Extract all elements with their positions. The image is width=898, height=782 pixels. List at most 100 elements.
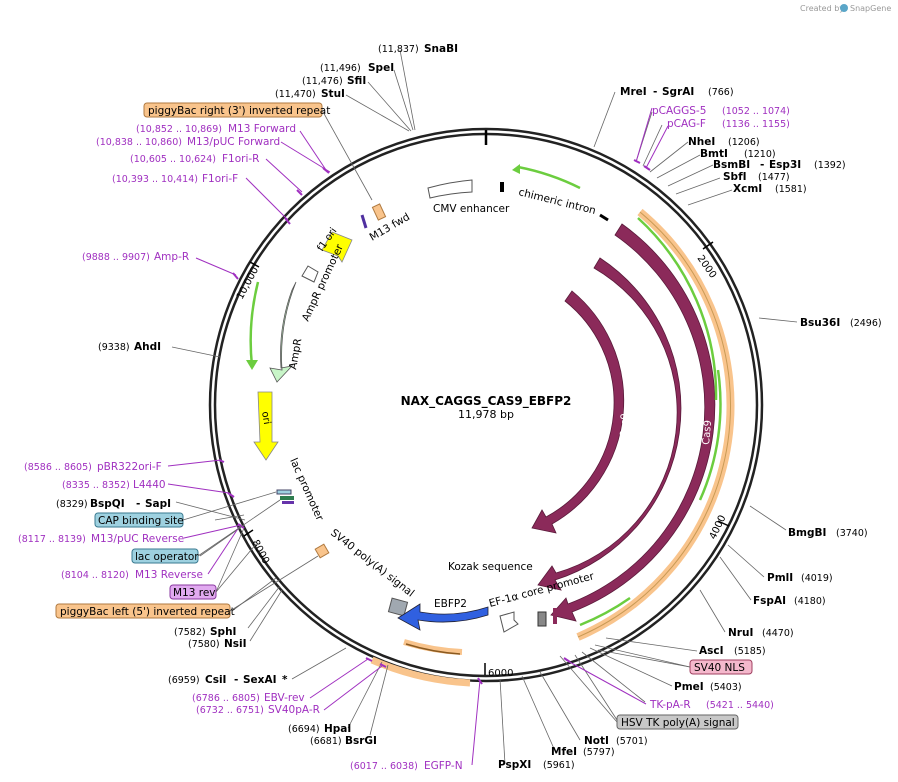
sv40par-label[interactable]: SV40pA-R — [268, 704, 320, 716]
f1orir-label[interactable]: F1ori-R — [222, 153, 259, 165]
stui-label[interactable]: StuI — [321, 88, 345, 100]
green-arrow-right-3 — [579, 596, 631, 627]
bspqi-pos: (8329) — [56, 499, 88, 510]
ampr-promoter-arrow[interactable] — [301, 265, 319, 283]
m13forward-pos: (10,852 .. 10,869) — [136, 124, 222, 135]
orange-feature-bottom[interactable] — [370, 656, 471, 687]
cas9-arc-inner[interactable] — [531, 290, 625, 534]
sv40-polya-box[interactable] — [314, 543, 330, 559]
bmgbi-label[interactable]: BmgBI — [788, 527, 826, 539]
ampr-arrow[interactable] — [269, 281, 297, 383]
m13puc-fwd-label[interactable]: M13/pUC Forward — [187, 136, 280, 148]
f1-ori-arrow[interactable] — [321, 231, 353, 263]
f1orif-label[interactable]: F1ori-F — [202, 173, 238, 185]
sexai-label[interactable]: SexAI — [243, 674, 277, 686]
pmli-label[interactable]: PmlI — [767, 572, 793, 584]
backbone-outer-strand — [208, 127, 764, 683]
green-arrowhead-top — [512, 164, 520, 174]
orange-feature-bottom-inner[interactable] — [403, 639, 463, 655]
m13puc-rev-label[interactable]: M13/pUC Reverse — [91, 533, 184, 545]
bsmbi-label[interactable]: BsmBI — [713, 159, 750, 171]
tick-4000-mark — [717, 520, 730, 527]
m13-fwd-label: M13 fwd — [368, 211, 413, 244]
mfei-label[interactable]: MfeI — [551, 746, 577, 758]
l4440-label[interactable]: L4440 — [133, 479, 166, 491]
mrei-label[interactable]: MreI — [620, 86, 647, 98]
m13-fwd-box[interactable] — [371, 203, 387, 221]
sv40par-pos: (6732 .. 6751) — [196, 705, 264, 716]
esp3i-label[interactable]: Esp3I — [769, 159, 801, 171]
spei-label[interactable]: SpeI — [368, 62, 394, 74]
egfpn-label[interactable]: EGFP-N — [424, 760, 463, 772]
tick-6000: 6000 — [488, 668, 513, 679]
ebfp2-label: EBFP2 — [434, 598, 467, 610]
stui-pos: (11,470) — [275, 89, 316, 100]
spei-pos: (11,496) — [320, 63, 361, 74]
pcagf-label[interactable]: pCAG-F — [667, 118, 706, 130]
cas9-label-middle: Cas9 — [659, 415, 672, 441]
noti-pos: (5701) — [616, 736, 648, 747]
bsmbi-sep: - — [760, 159, 764, 171]
asci-label[interactable]: AscI — [699, 645, 724, 657]
sphi-label[interactable]: SphI — [210, 626, 236, 638]
pbr322-label[interactable]: pBR322ori-F — [97, 461, 162, 473]
pmei-label[interactable]: PmeI — [674, 681, 704, 693]
tkpar-pos: (5421 .. 5440) — [706, 700, 774, 711]
noti-label[interactable]: NotI — [584, 735, 609, 747]
lac-promoter-box[interactable] — [280, 496, 294, 500]
ebfp2-arrow[interactable] — [397, 603, 489, 631]
ampr-primer-label[interactable]: Amp-R — [154, 251, 189, 263]
ebvrev-pos: (6786 .. 6805) — [192, 693, 260, 704]
nsii-label[interactable]: NsiI — [224, 638, 247, 650]
ef1a-promoter-arrow[interactable] — [499, 611, 519, 633]
l4440-pos: (8335 .. 8352) — [62, 480, 130, 491]
m13forward-label[interactable]: M13 Forward — [228, 123, 296, 135]
sapi-label[interactable]: SapI — [145, 498, 171, 510]
bspqi-label[interactable]: BspQI — [90, 498, 125, 510]
ebvrev-label[interactable]: EBV-rev — [264, 692, 305, 704]
sbfi-label[interactable]: SbfI — [723, 171, 747, 183]
lac-operator-box[interactable] — [282, 501, 294, 504]
pcaggs5-label[interactable]: pCAGGS-5 — [652, 105, 706, 117]
ahdi-label[interactable]: AhdI — [134, 341, 161, 353]
bmti-label[interactable]: BmtI — [700, 148, 728, 160]
mrei-pos: (766) — [708, 87, 734, 98]
green-arrow-left — [249, 281, 260, 367]
orange-feature-right-outline — [577, 211, 731, 638]
cap-binding-box[interactable] — [276, 489, 292, 495]
xcmi-label[interactable]: XcmI — [733, 183, 762, 195]
pspxi-pos: (5961) — [543, 760, 575, 771]
bsrgi-label[interactable]: BsrGI — [345, 735, 377, 747]
cas9-arc-outer[interactable] — [550, 223, 716, 622]
ori-arrow[interactable] — [253, 391, 279, 461]
intron-end-marker — [599, 213, 609, 222]
cmv-enhancer-arc[interactable] — [427, 179, 473, 199]
sgrai-label[interactable]: SgrAI — [662, 86, 694, 98]
watermark-prefix: Created by — [800, 4, 844, 13]
green-arrow-right-2 — [698, 369, 722, 501]
sbfi-pos: (1477) — [758, 172, 790, 183]
bsu36i-label[interactable]: Bsu36I — [800, 317, 840, 329]
csii-sep: - — [234, 674, 238, 686]
sfii-label[interactable]: SfiI — [347, 75, 366, 87]
pmei-pos: (5403) — [710, 682, 742, 693]
m13reverse-label[interactable]: M13 Reverse — [135, 569, 203, 581]
kozak-label: Kozak sequence — [448, 561, 533, 573]
cmv-enhancer-label: CMV enhancer — [433, 203, 510, 215]
pspxi-label[interactable]: PspXI — [498, 759, 531, 771]
box-leader-lines — [182, 109, 691, 723]
ampr-label: AmpR — [287, 338, 304, 371]
nhei-label[interactable]: NheI — [688, 136, 715, 148]
bottom-gray-box[interactable] — [387, 597, 409, 617]
sv40nls-label: SV40 NLS — [694, 662, 745, 674]
csii-label[interactable]: CsiI — [205, 674, 226, 686]
nrui-label[interactable]: NruI — [728, 627, 753, 639]
tkpar-label[interactable]: TK-pA-R — [649, 699, 691, 711]
fspai-label[interactable]: FspAI — [753, 595, 786, 607]
snabi-label[interactable]: SnaBI — [424, 43, 458, 55]
tick-10000-mark — [249, 261, 260, 268]
cas9-arc-middle[interactable] — [537, 257, 682, 591]
hpai-label[interactable]: HpaI — [324, 723, 351, 735]
bmti-pos: (1210) — [744, 149, 776, 160]
